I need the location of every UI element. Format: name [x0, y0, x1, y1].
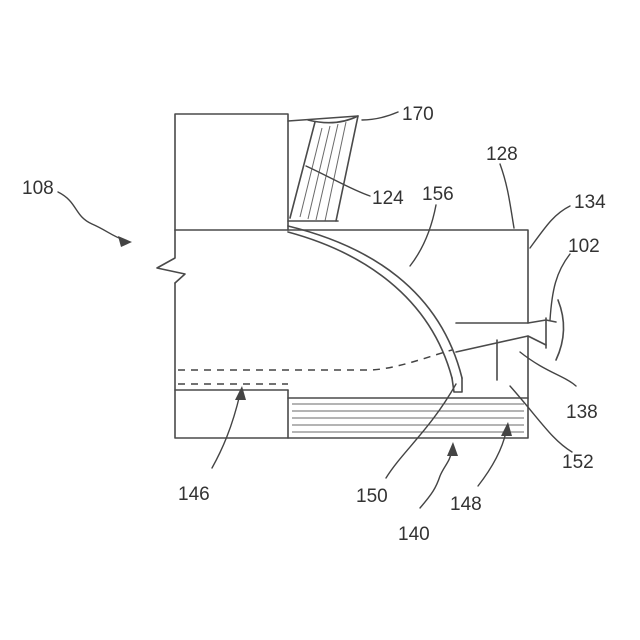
break-symbol: [157, 230, 185, 283]
port-tube-upper: [456, 320, 556, 323]
ref-138: 138: [566, 402, 598, 423]
ref-124: 124: [372, 188, 404, 209]
arrowhead-146: [235, 386, 246, 400]
ref-170: 170: [402, 104, 434, 125]
leader-108: [58, 192, 124, 240]
ref-146: 146: [178, 484, 210, 505]
ref-152: 152: [562, 452, 594, 473]
fluid-level-dashed: [178, 350, 452, 370]
ref-108: 108: [22, 178, 54, 199]
ref-148: 148: [450, 494, 482, 515]
ref-128: 128: [486, 144, 518, 165]
leader-128: [500, 164, 514, 228]
leader-134: [530, 206, 570, 248]
arrowhead-108: [118, 236, 132, 247]
port-tube-lower: [456, 336, 546, 352]
arrowhead-140: [447, 442, 458, 456]
ref-150: 150: [356, 486, 388, 507]
arrowhead-148: [501, 422, 512, 436]
leader-124: [306, 166, 370, 196]
ref-134: 134: [574, 192, 606, 213]
leader-146: [212, 394, 240, 468]
channel-tube-outer: [288, 116, 358, 221]
ref-140: 140: [398, 524, 430, 545]
leader-102: [550, 254, 570, 320]
port-connector: [546, 300, 564, 360]
ref-156: 156: [422, 184, 454, 205]
leader-156: [410, 205, 436, 266]
leader-148: [478, 432, 506, 486]
leader-170: [362, 112, 398, 120]
upper-housing: [175, 114, 288, 230]
main-body-right-lower: [175, 283, 528, 438]
curved-guide-tip: [452, 378, 462, 392]
leader-140: [420, 450, 452, 508]
curved-guide-outer: [288, 226, 462, 378]
ref-102: 102: [568, 236, 600, 257]
leader-152: [510, 386, 572, 452]
